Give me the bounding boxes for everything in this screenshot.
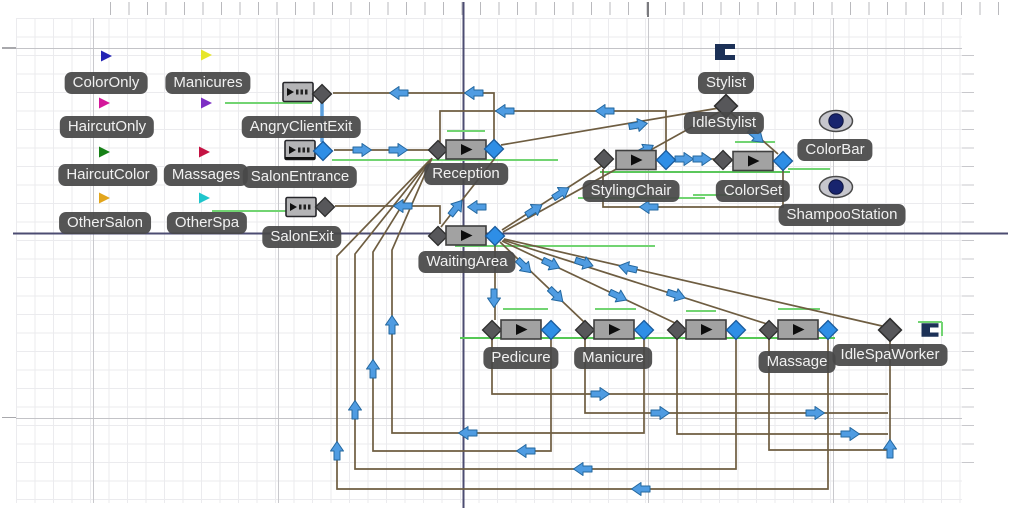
purple-flag-icon[interactable] [201,97,212,109]
port-diamond[interactable] [725,319,747,341]
angryclientexit-block[interactable] [282,81,314,103]
grid-major-line [93,18,94,503]
port-diamond[interactable] [312,140,334,162]
connector [676,339,888,435]
massage-block[interactable] [777,319,819,340]
colorset-block[interactable] [732,150,774,172]
connectors[interactable] [333,92,891,490]
stylist-icon[interactable] [715,44,735,60]
label-angryclientexit[interactable]: AngryClientExit [241,116,361,138]
grid-major-line [833,18,834,503]
connector [501,240,676,324]
spaworker-icon[interactable] [921,323,939,337]
port-diamond[interactable] [427,225,449,247]
label-haircutcolor[interactable]: HaircutColor [58,164,158,186]
connector [503,238,883,327]
label-manicure[interactable]: Manicure [574,347,652,369]
top-ruler-ticks [110,2,1016,15]
label-massages[interactable]: Massages [163,164,249,186]
grid-major-line [278,18,279,503]
waitingarea-block[interactable] [445,225,487,246]
label-idlestylist[interactable]: IdleStylist [683,112,765,134]
idlespaworker-node[interactable] [877,317,903,343]
port-diamond[interactable] [481,319,503,341]
label-salonentrance[interactable]: SalonEntrance [242,166,358,188]
port-diamond[interactable] [427,139,449,161]
shampoostation-eye-icon[interactable] [818,175,854,199]
massages-flag-icon[interactable] [199,146,210,158]
grid-major-line [16,48,962,49]
connector [439,110,667,151]
port-diamond[interactable] [772,150,794,172]
label-manicures[interactable]: Manicures [165,72,251,94]
port-diamond[interactable] [314,196,336,218]
otherspa-flag-icon[interactable] [199,192,210,204]
port-diamond[interactable] [633,319,655,341]
othersalon-flag-icon[interactable] [99,192,110,204]
port-diamond[interactable] [574,319,596,341]
right-ruler-ticks [962,55,974,467]
connector [354,159,737,470]
connector [768,339,888,451]
label-salonexit[interactable]: SalonExit [262,226,342,248]
connector [500,107,720,146]
grid-major-line [648,18,649,503]
io-blocks [282,81,336,218]
label-stylingchair[interactable]: StylingChair [582,180,680,202]
connector [335,205,441,224]
grid-major-line [16,418,962,419]
label-othersalon[interactable]: OtherSalon [59,212,151,234]
connector [501,164,604,231]
salonentrance-block[interactable] [284,139,316,161]
port-diamond[interactable] [655,149,677,171]
connector [502,239,768,325]
port-diamond[interactable] [311,83,333,105]
reception-block[interactable] [445,139,487,160]
ruler-major-tick [647,2,649,17]
ruler-major-tick [2,47,16,49]
label-shampoostation[interactable]: ShampooStation [778,204,906,226]
ruler-major-tick [2,417,16,418]
port-diamond[interactable] [540,319,562,341]
port-diamond[interactable] [817,319,839,341]
label-idlespaworker[interactable]: IdleSpaWorker [832,344,948,366]
port-diamond[interactable] [483,138,505,160]
manicures-flag-icon[interactable] [201,49,212,61]
label-colorset[interactable]: ColorSet [715,180,791,202]
label-coloronly[interactable]: ColorOnly [64,72,148,94]
label-otherspa[interactable]: OtherSpa [166,212,248,234]
label-waitingarea[interactable]: WaitingArea [418,251,516,273]
salonexit-block[interactable] [285,196,317,218]
label-colorbar[interactable]: ColorBar [797,139,873,161]
connector [336,160,829,490]
port-diamond[interactable] [666,319,688,341]
haircutonly-flag-icon[interactable] [99,97,110,109]
label-stylist[interactable]: Stylist [697,72,755,94]
connector [372,158,552,452]
haircutcolor-flag-icon[interactable] [99,146,110,158]
service-block[interactable] [685,319,727,340]
label-pedicure[interactable]: Pedicure [483,347,559,369]
pedicure-block[interactable] [500,319,542,340]
label-reception[interactable]: Reception [424,163,508,185]
colorbar-eye-icon[interactable] [818,109,854,133]
label-massage[interactable]: Massage [758,351,836,373]
port-diamond[interactable] [593,148,615,170]
connector [391,157,645,434]
label-haircutonly[interactable]: HaircutOnly [59,116,155,138]
presentation-lines[interactable] [212,102,943,339]
port-diamond[interactable] [712,149,734,171]
coloronly-flag-icon[interactable] [101,50,112,62]
connector [333,92,495,141]
manicure-block[interactable] [593,319,635,340]
stylingchair-block[interactable] [615,149,657,171]
